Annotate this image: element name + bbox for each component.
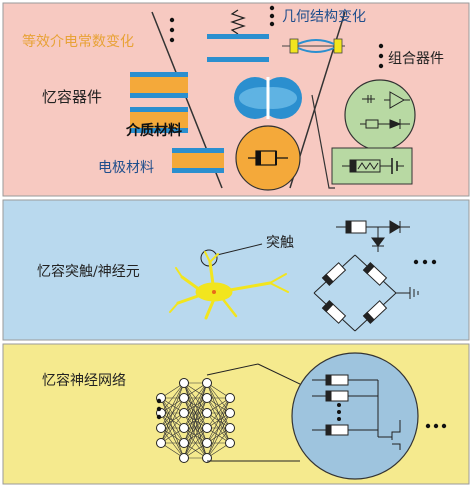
network-edge: [206, 412, 231, 459]
network-edge: [160, 382, 185, 429]
network-node: [179, 393, 189, 403]
plate-top: [207, 34, 269, 39]
network-node: [179, 438, 189, 448]
label-combined-devices: 组合器件: [388, 51, 444, 67]
network-node: [225, 423, 235, 433]
network-edge: [206, 397, 231, 429]
label-dielectric-material: 介质材料: [126, 123, 182, 139]
network-node: [202, 393, 212, 403]
network-node: [225, 408, 235, 418]
label-memcapacitor-device: 忆容器件: [42, 88, 103, 106]
zoom-callout-line-top: [206, 363, 259, 376]
network-node: [225, 393, 235, 403]
dots-middle: [413, 259, 437, 265]
synapse-circuit-top: [336, 220, 410, 252]
layered-capacitor-1: [130, 72, 188, 98]
network-node: [202, 423, 212, 433]
network-node: [179, 378, 189, 388]
dots-zoom: [337, 403, 341, 421]
network-edge: [206, 397, 231, 459]
combined-circuit-symbols: [360, 91, 410, 129]
dots-right: [378, 43, 384, 69]
label-electrode-material: 电极材料: [98, 160, 154, 176]
zoom-memcapacitors: [325, 374, 349, 436]
network-node: [202, 408, 212, 418]
memcapacitor-circuit-box-symbol: [342, 158, 404, 174]
network-node: [225, 438, 235, 448]
zoom-circle: [291, 352, 419, 480]
layered-capacitor-3: [172, 148, 224, 173]
network-node: [202, 378, 212, 388]
memcapacitor-symbol-center: [248, 150, 288, 166]
network-node: [202, 453, 212, 463]
dots-top: [269, 5, 275, 27]
network-node: [156, 423, 166, 433]
network-node: [179, 408, 189, 418]
dots-bottom-left: [156, 398, 162, 420]
network-node: [156, 438, 166, 448]
network-edge: [183, 382, 208, 429]
network-edge: [160, 382, 185, 444]
synapse-callout-line: [216, 243, 263, 256]
network-node: [179, 453, 189, 463]
network-edge: [160, 397, 185, 444]
network-edge: [183, 382, 208, 444]
network-edge: [183, 382, 208, 414]
network-edge: [160, 382, 185, 414]
network-edge: [206, 427, 231, 459]
bridge-memcapacitors: [321, 262, 388, 324]
flexible-capacitor-icon: [282, 38, 345, 54]
layered-capacitor-2: [130, 107, 188, 133]
label-synapse: 突触: [266, 235, 294, 251]
right-arrow-line: [311, 94, 335, 189]
label-memcapacitor-synapse-neuron: 忆容突触/神经元: [37, 264, 140, 280]
network-edge: [206, 397, 231, 444]
dots-left: [169, 17, 175, 43]
label-geometry-change: 几何结构变化: [282, 9, 366, 25]
network-edge: [183, 427, 208, 459]
plate-bottom: [207, 57, 269, 62]
spring-icon: [230, 9, 246, 35]
spheres-icon: [234, 77, 302, 119]
dots-bottom-right: [425, 423, 447, 429]
label-memcapacitor-neural-network: 忆容神经网络: [42, 373, 126, 389]
network-edges: [160, 382, 231, 459]
network-node: [202, 438, 212, 448]
label-dielectric-constant-change: 等效介电常数变化: [22, 34, 134, 50]
network-edge: [160, 412, 185, 444]
network-node: [179, 423, 189, 433]
synapse-callout-circle: [200, 249, 218, 267]
network-edge: [183, 397, 208, 459]
network-edge: [183, 412, 208, 459]
